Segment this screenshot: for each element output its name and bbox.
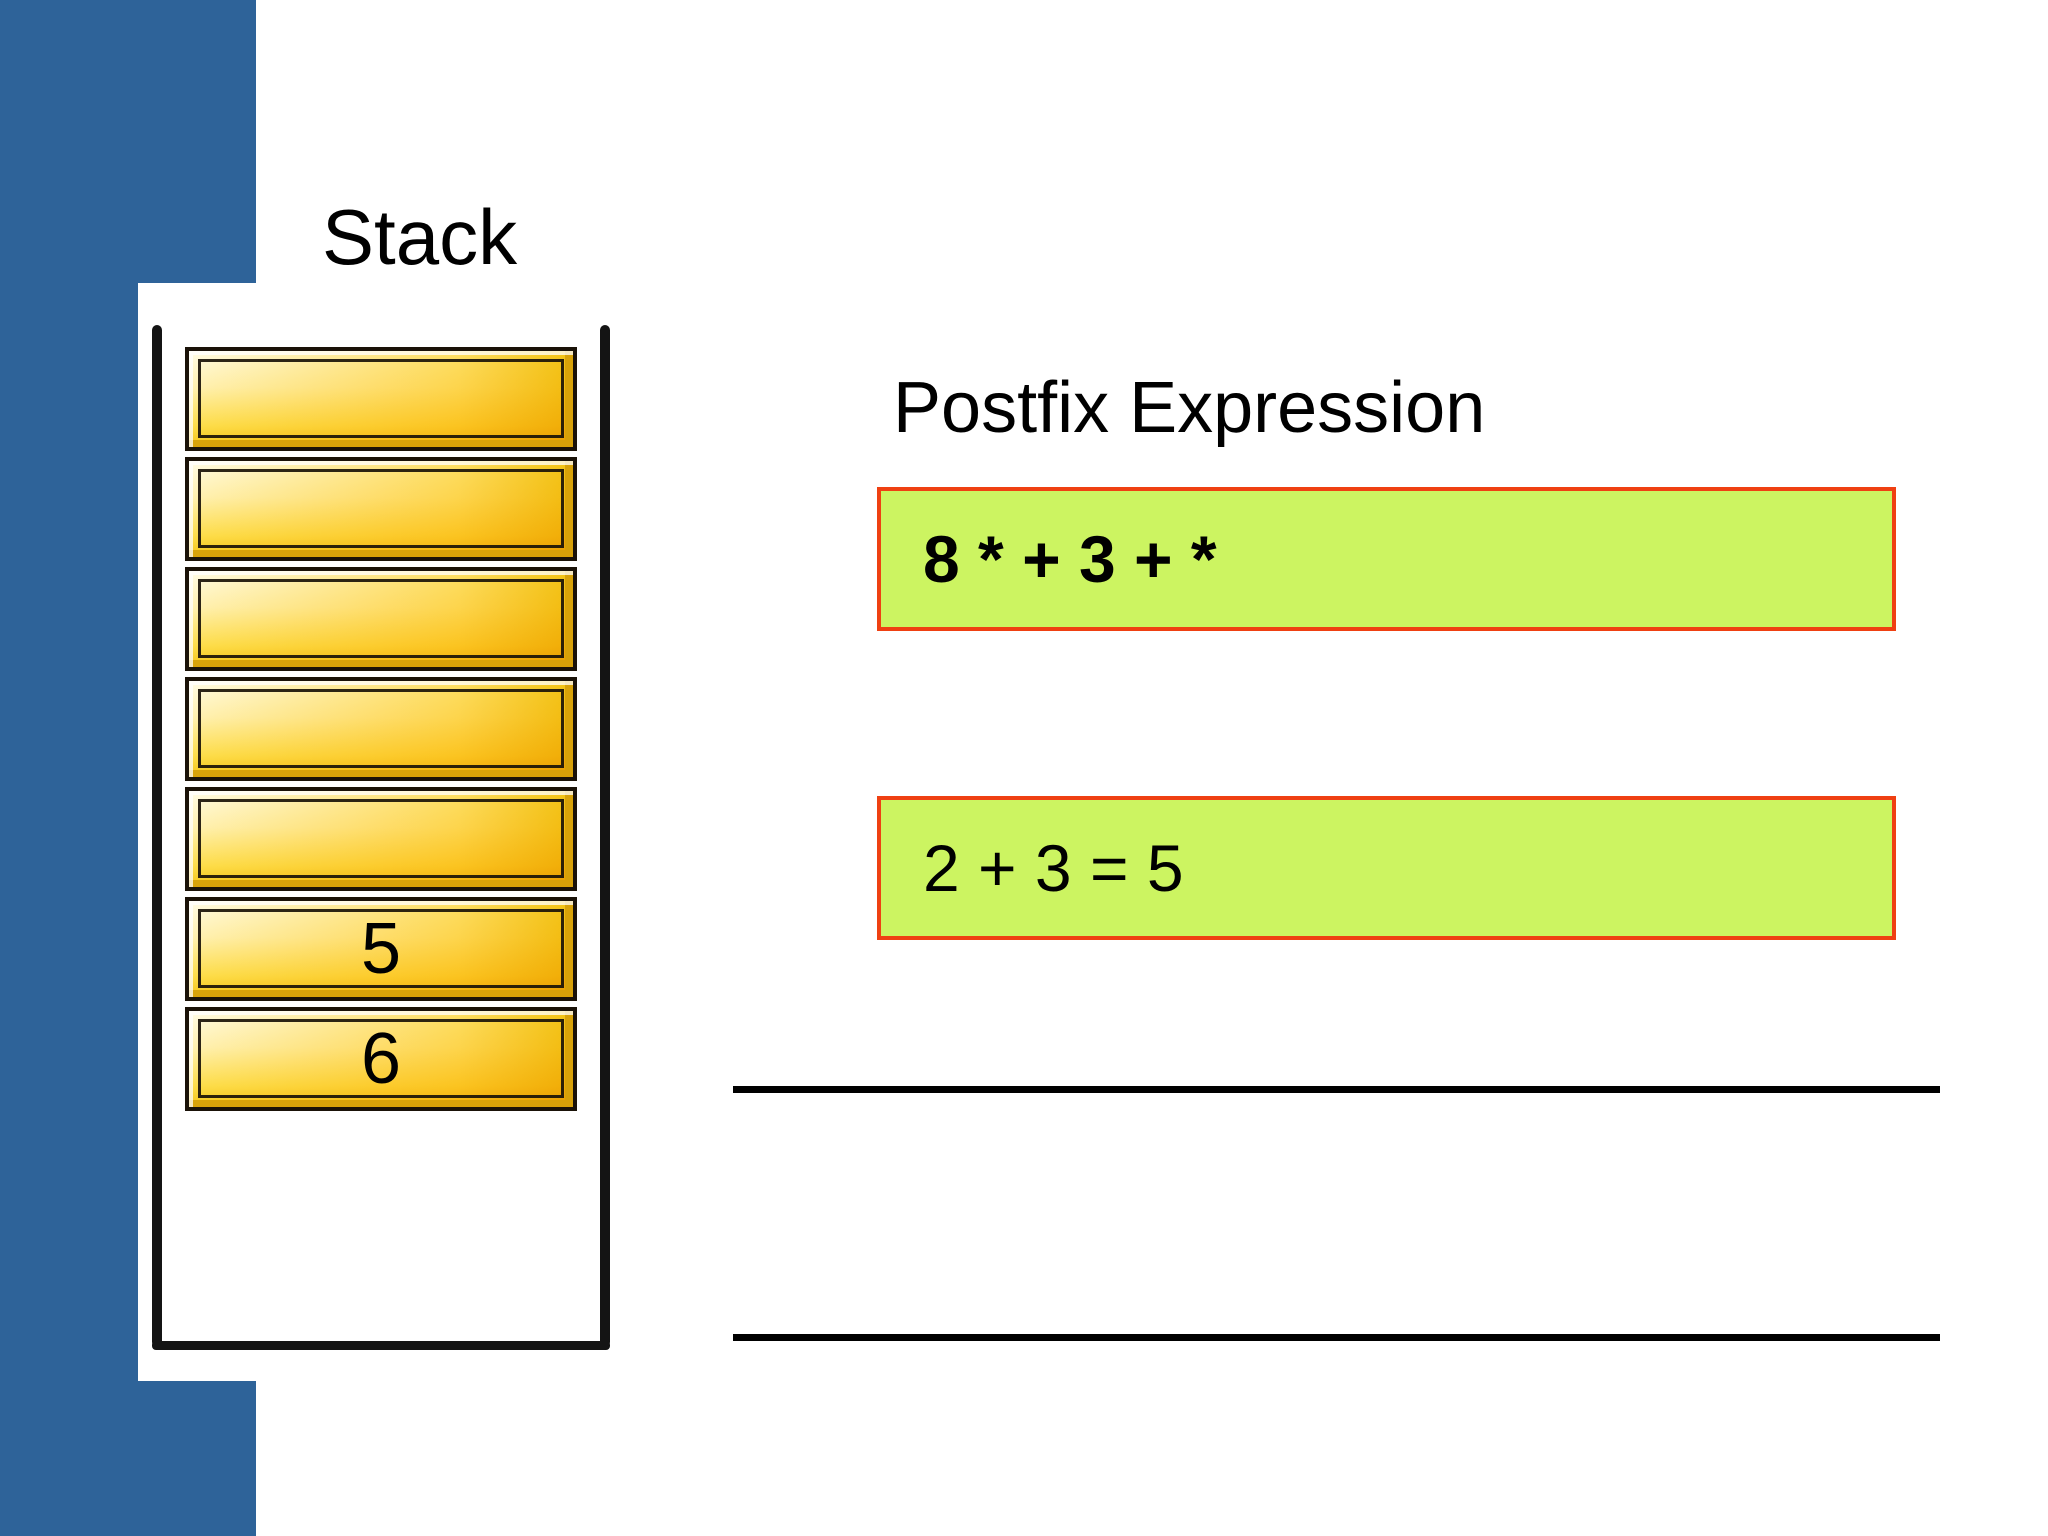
- stack-cell[interactable]: 5: [185, 897, 577, 1001]
- stack-title: Stack: [322, 193, 518, 281]
- blue-accent-bar-middle: [0, 283, 138, 1381]
- stack-cell[interactable]: [185, 787, 577, 891]
- blue-accent-bar-top: [0, 0, 256, 283]
- horizontal-rule-lower: [733, 1334, 1940, 1341]
- stack-cell[interactable]: 6: [185, 1007, 577, 1111]
- stack-cell-value: 5: [360, 909, 402, 989]
- stack-frame-left-edge: [152, 325, 162, 1347]
- stack-cell[interactable]: [185, 567, 577, 671]
- stack-frame-right-edge: [600, 325, 610, 1347]
- blue-accent-bar-bottom: [0, 1381, 256, 1536]
- postfix-expression-heading: Postfix Expression: [893, 368, 1486, 448]
- stack-cell-value: 6: [360, 1019, 402, 1099]
- horizontal-rule-upper: [733, 1086, 1940, 1093]
- stack-cell[interactable]: [185, 457, 577, 561]
- computation-result-text: 2 + 3 = 5: [923, 831, 1184, 905]
- stack-cell-list: 5 6: [185, 347, 577, 1347]
- stack-frame-bottom-edge: [152, 1341, 610, 1350]
- postfix-expression-box: 8 * + 3 + *: [877, 487, 1896, 631]
- postfix-expression-text: 8 * + 3 + *: [923, 522, 1217, 596]
- stack-container-frame: [152, 325, 610, 1360]
- stack-cell[interactable]: [185, 347, 577, 451]
- stack-cell[interactable]: [185, 677, 577, 781]
- computation-result-box: 2 + 3 = 5: [877, 796, 1896, 940]
